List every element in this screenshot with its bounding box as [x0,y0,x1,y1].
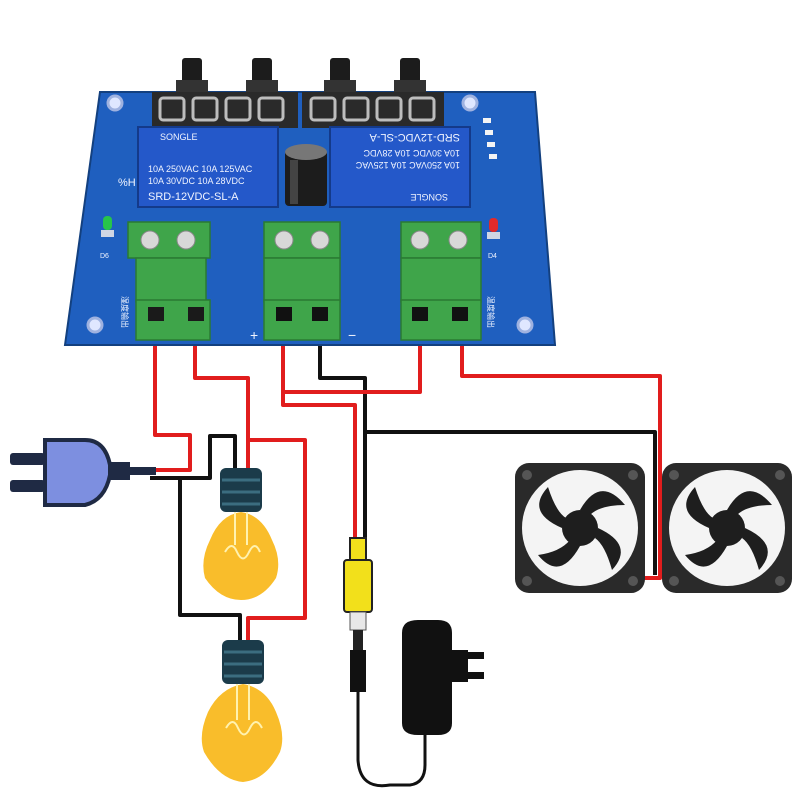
led-right-label: D4 [488,253,497,260]
relay-right-model: SRD-12VDC-SL-A [369,131,460,143]
left-side-label: 湿度输出 [120,296,130,328]
wire-black-lamp2 [178,478,242,640]
relay-left-spec1: 10A 250VAC 10A 125VAC [148,164,253,174]
controller-board: SONGLE 10A 250VAC 10A 125VAC 10A 30VDC 1… [63,58,557,346]
mount-holes [86,94,534,334]
terminal-blocks-bottom [135,257,482,341]
light-bulb-icon [203,468,279,600]
power-plug-icon [10,438,156,507]
terminal-ports [148,307,468,321]
wire-adapter-cable [356,690,427,788]
push-buttons [176,58,426,94]
relay-right: SONGLE 10A 250VAC 10A 125VAC 10A 30VDC 1… [329,126,471,208]
header-pins [483,118,497,159]
led-left-label: D6 [100,253,109,260]
wire-red-lamp2 [246,438,307,640]
right-side-label: 温度输出 [486,296,496,328]
humidity-label: %H [118,177,136,189]
wire-red-lamp1 [193,325,250,472]
wire-red-fan [460,325,662,580]
relay-left-spec2: 10A 30VDC 10A 28VDC [148,176,245,186]
relay-right-brand: SONGLE [410,192,448,202]
relay-right-spec1: 10A 250VAC 10A 125VAC [355,160,460,170]
fan-icon [515,463,645,593]
wire-black-minus [318,325,367,540]
relay-left-model: SRD-12VDC-SL-A [148,191,239,203]
led-red: D4 [487,218,500,260]
wire-red-right1 [285,325,422,394]
minus-label: − [348,327,356,343]
capacitor [285,144,327,206]
wires [130,325,662,788]
power-adapter-icon [402,620,484,735]
led-green: D6 [100,216,114,260]
fan-icon [662,463,792,593]
seven-segment-displays [152,92,444,128]
relay-right-spec2: 10A 30VDC 10A 28VDC [363,148,460,158]
wire-red-plug [130,325,192,472]
terminal-screws [140,230,468,250]
plus-label: + [250,327,258,343]
wire-black-lamp1 [150,434,237,480]
light-bulb-icon [201,640,283,782]
wire-red-plus [281,325,357,540]
relay-left: SONGLE 10A 250VAC 10A 125VAC 10A 30VDC 1… [137,126,279,208]
wire-black-fan [365,430,657,575]
rca-connector-icon [343,537,373,692]
relay-left-brand: SONGLE [160,132,198,142]
